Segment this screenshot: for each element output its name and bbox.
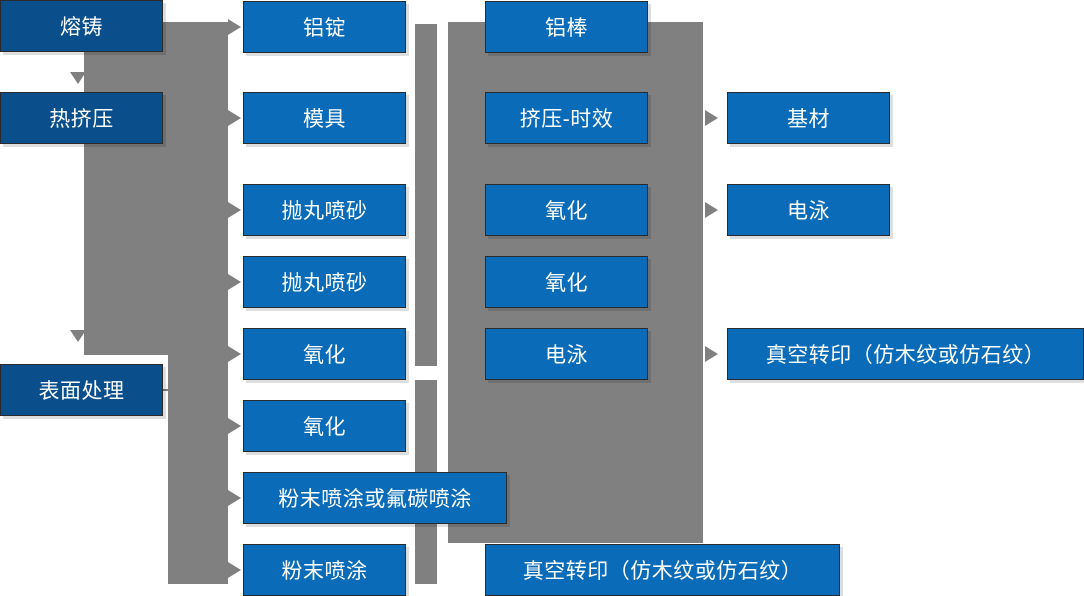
arrow-to-fenmo-fu — [228, 490, 241, 506]
node-fenmo-fu[interactable]: 粉末喷涂或氟碳喷涂 — [243, 472, 507, 524]
arrow-to-paowan-2 — [228, 274, 241, 290]
rail-tick-7 — [437, 569, 448, 571]
node-yanghua-1[interactable]: 氧化 — [243, 328, 406, 380]
connector-mid-rail — [415, 22, 437, 584]
rail-tick-1 — [415, 22, 448, 24]
node-label: 粉末喷涂 — [281, 560, 368, 583]
node-label: 铝锭 — [303, 17, 346, 40]
rail-tick-6 — [415, 366, 448, 380]
arrow-down-rongzhu-to-rejiya — [70, 72, 86, 84]
node-dianyong-1[interactable]: 电泳 — [485, 328, 648, 380]
node-label: 氧化 — [303, 344, 346, 367]
node-jiya-shixiao[interactable]: 挤压-时效 — [485, 92, 648, 144]
node-label: 熔铸 — [60, 16, 103, 39]
arrow-to-jicai — [705, 110, 718, 126]
arrow-to-zhenkong-2 — [705, 346, 718, 362]
node-label: 抛丸喷砂 — [281, 272, 368, 295]
rail-tick-4 — [437, 281, 448, 283]
arrow-to-yanghua-2 — [228, 418, 241, 434]
node-label: 表面处理 — [38, 380, 125, 403]
arrow-to-paowan-1 — [228, 202, 241, 218]
node-label: 氧化 — [545, 200, 588, 223]
node-label: 基材 — [787, 108, 830, 131]
arrow-down-rejiya-to-biaomian — [70, 330, 86, 342]
node-rongzhu[interactable]: 熔铸 — [0, 0, 163, 52]
arrow-to-dianyong-2 — [705, 202, 718, 218]
node-label: 挤压-时效 — [519, 108, 614, 131]
node-label: 真空转印（仿木纹或仿石纹） — [522, 560, 803, 583]
arrow-to-fenmo — [228, 562, 241, 578]
node-label: 氧化 — [303, 416, 346, 439]
rail-tick-3 — [437, 209, 448, 211]
node-dianyong-2[interactable]: 电泳 — [727, 184, 890, 236]
node-ludding[interactable]: 铝锭 — [243, 1, 406, 53]
node-label: 热挤压 — [49, 108, 114, 131]
node-rejiya[interactable]: 热挤压 — [0, 92, 163, 144]
node-jicai[interactable]: 基材 — [727, 92, 890, 144]
node-yanghua-4[interactable]: 氧化 — [485, 256, 648, 308]
node-label: 氧化 — [545, 272, 588, 295]
rail-tick-2 — [437, 117, 448, 119]
node-label: 真空转印（仿木纹或仿石纹） — [765, 344, 1046, 367]
arrow-to-muju — [228, 110, 241, 126]
node-biaomian[interactable]: 表面处理 — [0, 364, 163, 416]
node-label: 模具 — [303, 108, 346, 131]
connector-stub-biaomian — [163, 389, 185, 391]
node-yanghua-3[interactable]: 氧化 — [485, 184, 648, 236]
node-label: 抛丸喷砂 — [281, 200, 368, 223]
node-lubang[interactable]: 铝棒 — [485, 1, 648, 53]
node-label: 粉末喷涂或氟碳喷涂 — [278, 488, 472, 511]
node-zhenkong-2[interactable]: 真空转印（仿木纹或仿石纹） — [727, 328, 1084, 380]
node-paowan-1[interactable]: 抛丸喷砂 — [243, 184, 406, 236]
node-label: 电泳 — [545, 344, 588, 367]
node-label: 电泳 — [787, 200, 830, 223]
node-yanghua-2[interactable]: 氧化 — [243, 400, 406, 452]
node-fenmo[interactable]: 粉末喷涂 — [243, 544, 406, 596]
rail-tick-5 — [437, 353, 448, 355]
node-muju[interactable]: 模具 — [243, 92, 406, 144]
node-label: 铝棒 — [545, 17, 588, 40]
node-zhenkong-1[interactable]: 真空转印（仿木纹或仿石纹） — [485, 544, 840, 596]
node-paowan-2[interactable]: 抛丸喷砂 — [243, 256, 406, 308]
arrow-to-ludding — [228, 19, 241, 35]
arrow-to-yanghua-1 — [228, 346, 241, 362]
